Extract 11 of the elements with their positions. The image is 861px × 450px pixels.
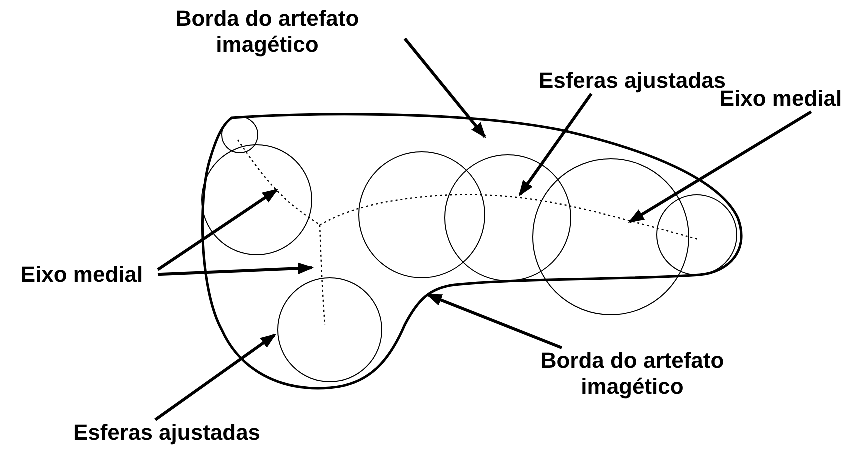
callout-label: Eixo medial	[6, 262, 158, 288]
leader-arrow	[518, 93, 593, 197]
callout-label: Esferas ajustadas	[52, 420, 282, 446]
leader-arrow	[404, 38, 486, 139]
leader-arrow	[157, 188, 279, 272]
callout-label: Borda do artefato imagético	[515, 348, 750, 400]
leader-arrow	[628, 110, 812, 224]
leader-arrow	[158, 262, 314, 276]
leader-arrow	[426, 294, 563, 350]
leader-arrow	[154, 334, 277, 422]
callout-label: Borda do artefato imagético	[130, 6, 405, 58]
